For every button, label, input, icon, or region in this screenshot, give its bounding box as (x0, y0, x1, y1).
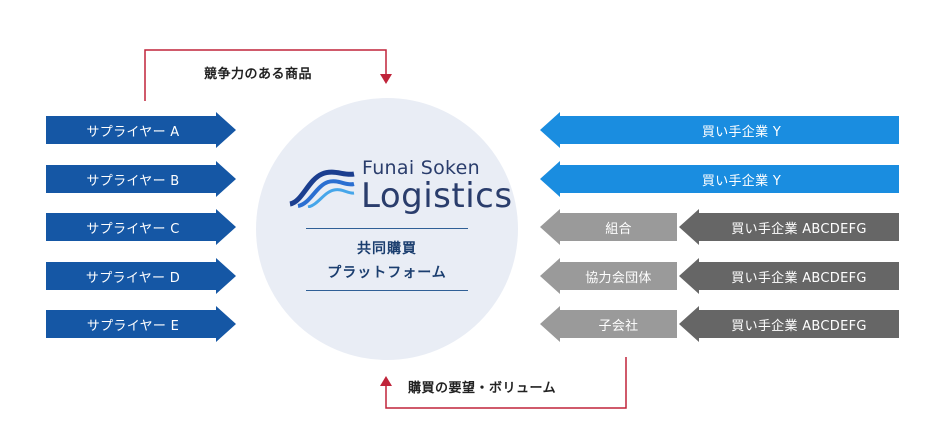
group-label: 協力会団体 (585, 270, 652, 286)
group-label: 子会社 (598, 318, 639, 334)
buyer-group-arrow: 買い手企業 ABCDEFG (679, 258, 899, 294)
top-feedback-line (144, 49, 387, 101)
supplier-label: サプライヤー A (86, 124, 180, 140)
group-arrow: 組合 (540, 209, 677, 245)
supplier-arrow: サプライヤー C (46, 209, 236, 245)
bottom-feedback-label: 購買の要望・ボリューム (408, 381, 557, 396)
supplier-arrow: サプライヤー E (46, 306, 236, 342)
supplier-arrow: サプライヤー A (46, 112, 236, 148)
wave-logo-icon (289, 169, 355, 208)
platform-divider-bottom (306, 290, 468, 291)
group-label: 組合 (605, 221, 632, 237)
bottom-feedback-line (385, 357, 627, 409)
buyer-direct-arrow: 買い手企業 Y (540, 112, 899, 148)
supplier-arrow: サプライヤー D (46, 258, 236, 294)
buyer-group-label: 買い手企業 ABCDEFG (731, 270, 867, 286)
top-feedback-label: 競争力のある商品 (204, 67, 313, 82)
buyer-direct-arrow: 買い手企業 Y (540, 161, 899, 197)
supplier-label: サプライヤー B (86, 173, 180, 189)
bottom-feedback-arrowhead (380, 376, 392, 386)
top-feedback-arrowhead (380, 74, 392, 84)
buyer-group-arrow: 買い手企業 ABCDEFG (679, 209, 899, 245)
platform-circle (256, 98, 518, 360)
platform-title-line2: プラットフォーム (327, 265, 447, 281)
supplier-label: サプライヤー C (86, 221, 180, 237)
brand-main-text: Logistics (361, 176, 513, 216)
buyer-group-label: 買い手企業 ABCDEFG (731, 318, 867, 334)
buyer-group-label: 買い手企業 ABCDEFG (731, 221, 867, 237)
supplier-label: サプライヤー E (86, 318, 180, 334)
group-arrow: 協力会団体 (540, 258, 677, 294)
platform-title-line1: 共同購買 (357, 241, 417, 257)
supplier-label: サプライヤー D (85, 270, 181, 286)
platform-divider-top (306, 228, 468, 229)
buyer-direct-label: 買い手企業 Y (701, 173, 782, 189)
buyer-group-arrow: 買い手企業 ABCDEFG (679, 306, 899, 342)
brand-top-text: Funai Soken (362, 157, 480, 179)
buyer-direct-label: 買い手企業 Y (701, 124, 782, 140)
group-arrow: 子会社 (540, 306, 677, 342)
supplier-arrow: サプライヤー B (46, 161, 236, 197)
